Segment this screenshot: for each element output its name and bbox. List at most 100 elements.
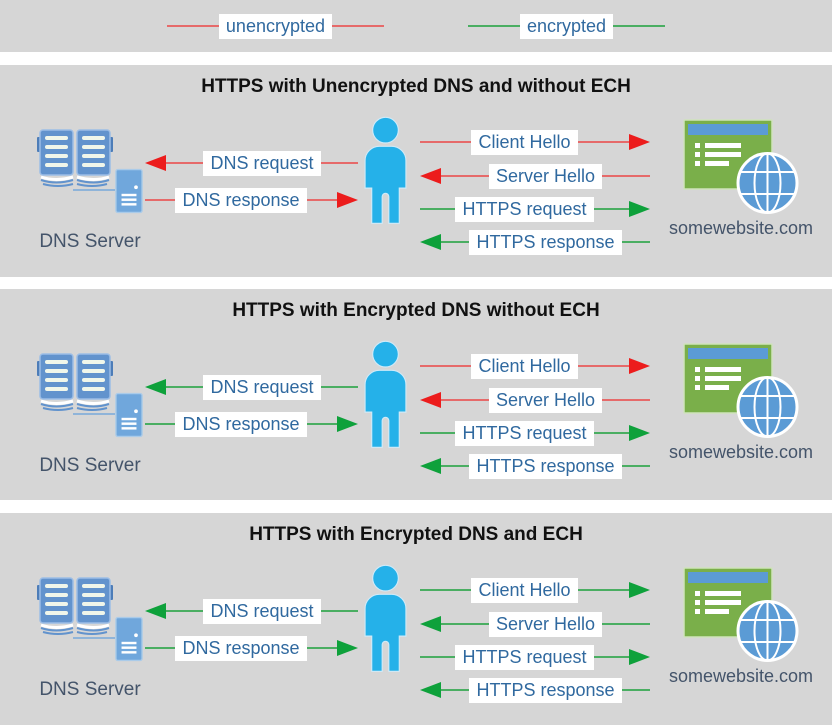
arrow-label: Client Hello	[471, 577, 578, 603]
arrow-https-response: HTTPS response	[420, 453, 650, 479]
arrow-dns-request: DNS request	[145, 374, 359, 400]
website-label: somewebsite.com	[668, 442, 814, 462]
dns-server-group: DNS Server	[30, 125, 150, 255]
arrowhead-right-icon	[337, 192, 358, 208]
arrow-server-hello: Server Hello	[420, 611, 651, 637]
arrow-dns-response: DNS response	[145, 187, 358, 213]
arrow-client-hello: Client Hello	[420, 577, 651, 603]
arrowhead-right-icon	[629, 425, 651, 441]
arrow-label: Client Hello	[471, 353, 578, 379]
arrow-line	[441, 465, 470, 467]
arrowhead-left-icon	[420, 168, 441, 184]
arrow-line	[441, 399, 489, 401]
arrowhead-right-icon	[629, 134, 651, 150]
arrow-label: DNS request	[203, 150, 321, 176]
arrow-line	[145, 647, 176, 649]
website-label: somewebsite.com	[668, 218, 814, 238]
arrow-line	[306, 199, 337, 201]
address-book-icon	[37, 577, 113, 635]
panel-title: HTTPS with Unencrypted DNS and without E…	[201, 76, 631, 97]
arrow-client-hello: Client Hello	[420, 353, 651, 379]
scenario-panel-2: HTTPS with Encrypted DNS and ECH	[0, 513, 832, 725]
arrow-line	[441, 175, 489, 177]
arrow-line	[420, 656, 456, 658]
arrow-line	[145, 199, 176, 201]
arrow-line	[420, 432, 456, 434]
arrow-line	[145, 423, 176, 425]
arrow-line	[420, 365, 472, 367]
arrow-client-hello: Client Hello	[420, 129, 651, 155]
arrowhead-left-icon	[145, 603, 166, 619]
website-group: somewebsite.com	[656, 343, 826, 463]
legend-item-encrypted: encrypted	[468, 13, 666, 39]
website-group: somewebsite.com	[656, 119, 826, 239]
arrow-line	[320, 386, 359, 388]
arrow-line	[306, 647, 337, 649]
arrow-label: DNS response	[175, 635, 307, 661]
arrow-server-hello: Server Hello	[420, 387, 651, 413]
arrow-line	[593, 432, 630, 434]
legend-bar: unencrypted encrypted	[0, 0, 832, 52]
arrowhead-left-icon	[420, 234, 441, 250]
dns-server-label: DNS Server	[39, 455, 141, 476]
arrow-https-request: HTTPS request	[420, 196, 651, 222]
arrow-label: DNS request	[203, 374, 321, 400]
panel-title: HTTPS with Encrypted DNS and ECH	[249, 524, 583, 545]
arrowhead-left-icon	[420, 392, 441, 408]
arrow-https-request: HTTPS request	[420, 644, 651, 670]
arrow-label: HTTPS request	[455, 644, 594, 670]
arrow-https-response: HTTPS response	[420, 677, 650, 703]
arrow-line	[621, 465, 650, 467]
arrow-line	[166, 610, 204, 612]
book-server-connector	[73, 637, 115, 639]
arrow-line	[166, 162, 204, 164]
website-label: somewebsite.com	[668, 666, 814, 686]
legend-label-unencrypted: unencrypted	[218, 13, 332, 39]
dns-server-label: DNS Server	[39, 231, 141, 252]
dns-server-group: DNS Server	[30, 573, 150, 703]
arrowhead-left-icon	[420, 616, 441, 632]
arrow-label: Client Hello	[471, 129, 578, 155]
scenario-panel-0: HTTPS with Unencrypted DNS and without E…	[0, 65, 832, 277]
arrow-label: HTTPS response	[469, 677, 622, 703]
person-icon	[364, 564, 407, 672]
arrow-line	[320, 162, 359, 164]
arrow-dns-request: DNS request	[145, 150, 359, 176]
arrow-label: Server Hello	[488, 611, 603, 637]
arrowhead-left-icon	[145, 155, 166, 171]
arrow-line	[441, 623, 489, 625]
arrowhead-left-icon	[145, 379, 166, 395]
arrow-https-response: HTTPS response	[420, 229, 650, 255]
person-icon	[364, 340, 407, 448]
arrowhead-left-icon	[420, 682, 441, 698]
arrow-line	[621, 689, 650, 691]
arrow-https-request: HTTPS request	[420, 420, 651, 446]
arrow-line	[621, 241, 650, 243]
server-tower-icon	[115, 392, 143, 438]
arrowhead-right-icon	[629, 358, 651, 374]
person-icon	[364, 116, 407, 224]
website-icon	[683, 119, 799, 214]
arrow-label: DNS response	[175, 187, 307, 213]
arrow-line	[306, 423, 337, 425]
address-book-icon	[37, 129, 113, 187]
arrow-dns-request: DNS request	[145, 598, 359, 624]
arrow-label: Server Hello	[488, 387, 603, 413]
arrowhead-right-icon	[337, 640, 358, 656]
encrypted-line-sample	[613, 25, 666, 27]
dns-server-label: DNS Server	[39, 679, 141, 700]
arrow-line	[593, 208, 630, 210]
arrow-line	[577, 589, 630, 591]
arrowhead-right-icon	[629, 649, 651, 665]
arrow-line	[420, 141, 472, 143]
arrow-label: DNS request	[203, 598, 321, 624]
arrow-label: DNS response	[175, 411, 307, 437]
arrow-label: HTTPS response	[469, 453, 622, 479]
arrowhead-right-icon	[337, 416, 358, 432]
arrow-line	[593, 656, 630, 658]
arrowhead-left-icon	[420, 458, 441, 474]
website-group: somewebsite.com	[656, 567, 826, 687]
arrow-line	[420, 208, 456, 210]
website-icon	[683, 567, 799, 662]
unencrypted-line-sample	[332, 25, 384, 27]
